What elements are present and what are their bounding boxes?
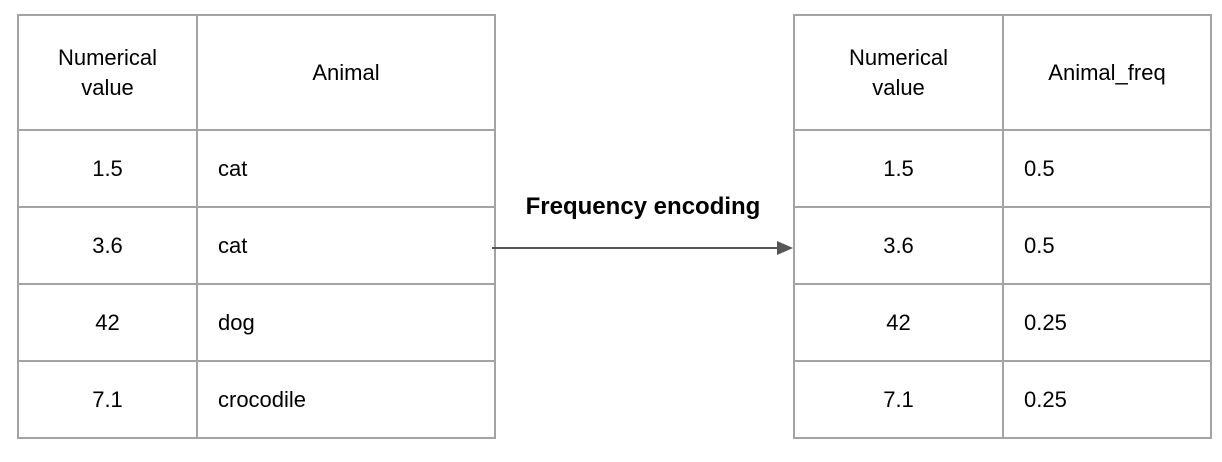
- header-animal-freq: Animal_freq: [1002, 14, 1212, 131]
- cell-numerical-value: 7.1: [793, 360, 1004, 439]
- cell-animal: cat: [196, 129, 496, 208]
- table-row: 7.1 0.25: [793, 360, 1212, 439]
- encoded-table: Numerical value Animal_freq 1.5 0.5 3.6 …: [793, 14, 1212, 439]
- header-animal: Animal: [196, 14, 496, 131]
- table-row: 42 dog: [17, 283, 496, 362]
- cell-animal-freq: 0.25: [1002, 283, 1212, 362]
- table-row: 3.6 cat: [17, 206, 496, 285]
- table-row: 1.5 cat: [17, 129, 496, 208]
- cell-animal: dog: [196, 283, 496, 362]
- cell-numerical-value: 7.1: [17, 360, 198, 439]
- arrow-label: Frequency encoding: [525, 193, 761, 220]
- table-row: 42 0.25: [793, 283, 1212, 362]
- table-header-row: Numerical value Animal: [17, 14, 496, 131]
- cell-animal-freq: 0.5: [1002, 206, 1212, 285]
- header-numerical-value: Numerical value: [793, 14, 1004, 131]
- arrow-line: [492, 247, 779, 249]
- cell-numerical-value: 1.5: [17, 129, 198, 208]
- cell-animal-freq: 0.25: [1002, 360, 1212, 439]
- table-row: 7.1 crocodile: [17, 360, 496, 439]
- table-row: 1.5 0.5: [793, 129, 1212, 208]
- cell-animal: crocodile: [196, 360, 496, 439]
- cell-numerical-value: 42: [793, 283, 1004, 362]
- cell-numerical-value: 1.5: [793, 129, 1004, 208]
- header-numerical-value: Numerical value: [17, 14, 198, 131]
- table-header-row: Numerical value Animal_freq: [793, 14, 1212, 131]
- table-row: 3.6 0.5: [793, 206, 1212, 285]
- arrow-right-icon: [777, 241, 793, 255]
- cell-numerical-value: 42: [17, 283, 198, 362]
- cell-numerical-value: 3.6: [17, 206, 198, 285]
- source-table: Numerical value Animal 1.5 cat 3.6 cat 4…: [17, 14, 496, 439]
- cell-numerical-value: 3.6: [793, 206, 1004, 285]
- cell-animal: cat: [196, 206, 496, 285]
- cell-animal-freq: 0.5: [1002, 129, 1212, 208]
